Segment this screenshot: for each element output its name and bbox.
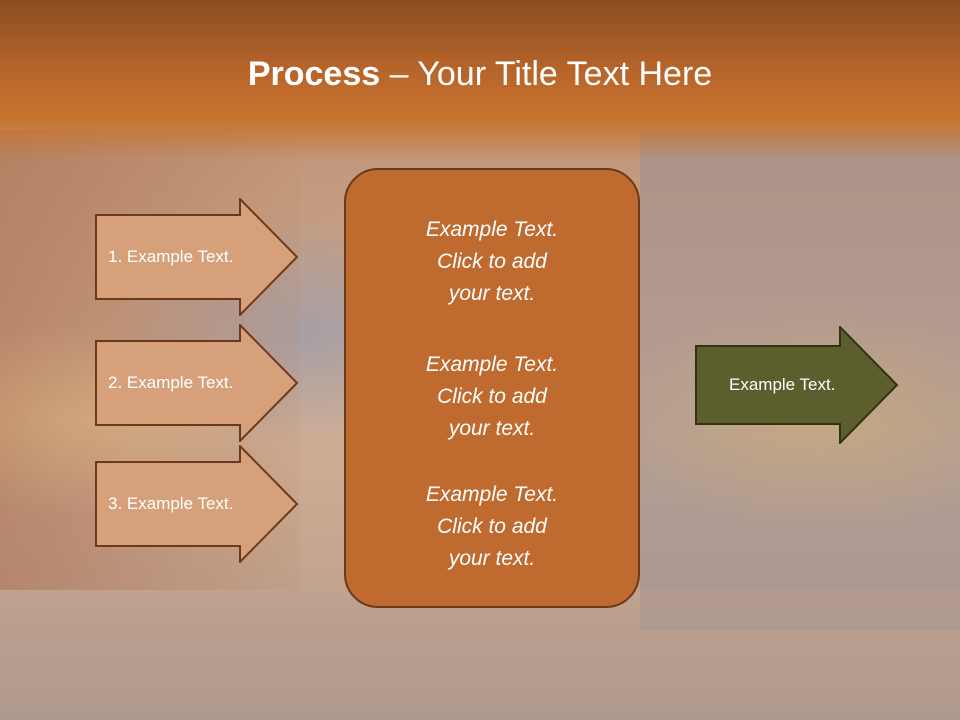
step-label-1: 1. Example Text. bbox=[108, 247, 234, 266]
result-arrow[interactable]: Example Text. bbox=[695, 326, 900, 444]
background-street bbox=[0, 590, 960, 720]
title-bold: Process bbox=[247, 55, 381, 93]
slide-title[interactable]: Process – Your Title Text Here bbox=[0, 55, 960, 94]
panel-text-1: Example Text. Click to add your text. bbox=[425, 218, 559, 305]
panel-text-2: Example Text. Click to add your text. bbox=[425, 353, 559, 440]
step-label-2: 2. Example Text. bbox=[108, 373, 234, 392]
result-label: Example Text. bbox=[729, 375, 836, 394]
step-arrow-2[interactable]: 2. Example Text. bbox=[95, 324, 300, 442]
arrow-right-icon bbox=[95, 324, 299, 442]
step-label-3: 3. Example Text. bbox=[108, 494, 234, 513]
arrow-right-icon bbox=[695, 326, 899, 444]
arrow-right-icon bbox=[95, 198, 299, 316]
step-arrow-3[interactable]: 3. Example Text. bbox=[95, 445, 300, 563]
arrow-right-icon bbox=[95, 445, 299, 563]
step-arrow-1[interactable]: 1. Example Text. bbox=[95, 198, 300, 316]
center-panel[interactable]: Example Text. Click to add your text. Ex… bbox=[344, 168, 640, 608]
title-rest: – Your Title Text Here bbox=[380, 55, 713, 93]
title-banner bbox=[0, 0, 960, 160]
panel-text-3: Example Text. Click to add your text. bbox=[425, 483, 559, 570]
